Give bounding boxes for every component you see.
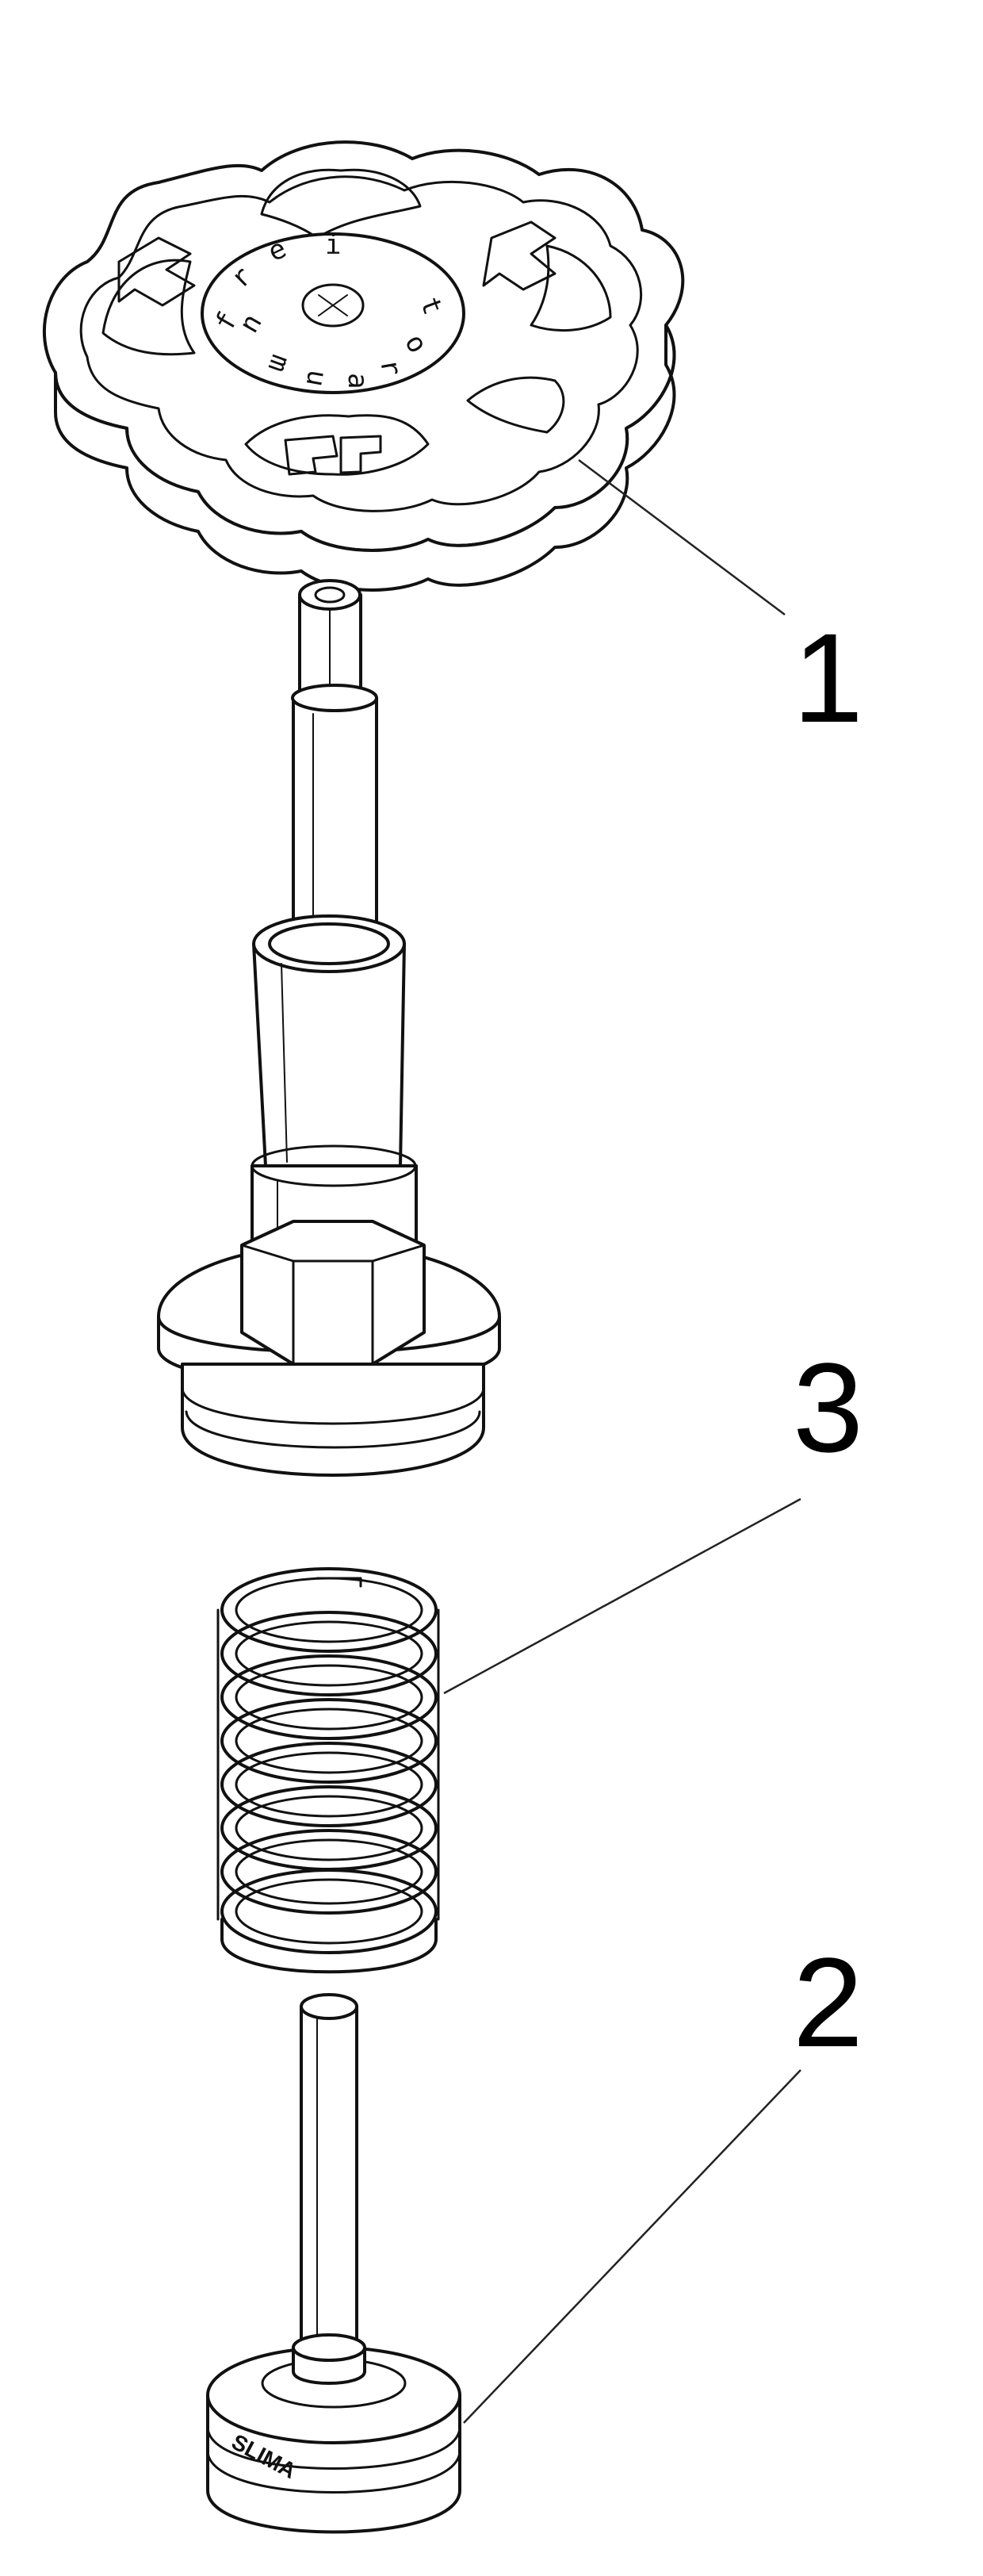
spindle xyxy=(157,579,501,1477)
callout-2: 2 xyxy=(793,1931,863,2073)
callout-3: 3 xyxy=(793,1336,863,1478)
rim-letter-i: i xyxy=(325,229,341,261)
valve-plunger: SLIMA xyxy=(206,1993,461,2534)
leader-line-2 xyxy=(463,2069,801,2424)
handwheel: f r e i t o r a u m u xyxy=(43,140,685,592)
spring xyxy=(216,1567,440,1974)
rim-letter-a: a xyxy=(342,373,373,389)
callout-1: 1 xyxy=(793,607,863,749)
leader-line-1 xyxy=(578,459,786,615)
leader-line-3 xyxy=(443,1497,801,1695)
